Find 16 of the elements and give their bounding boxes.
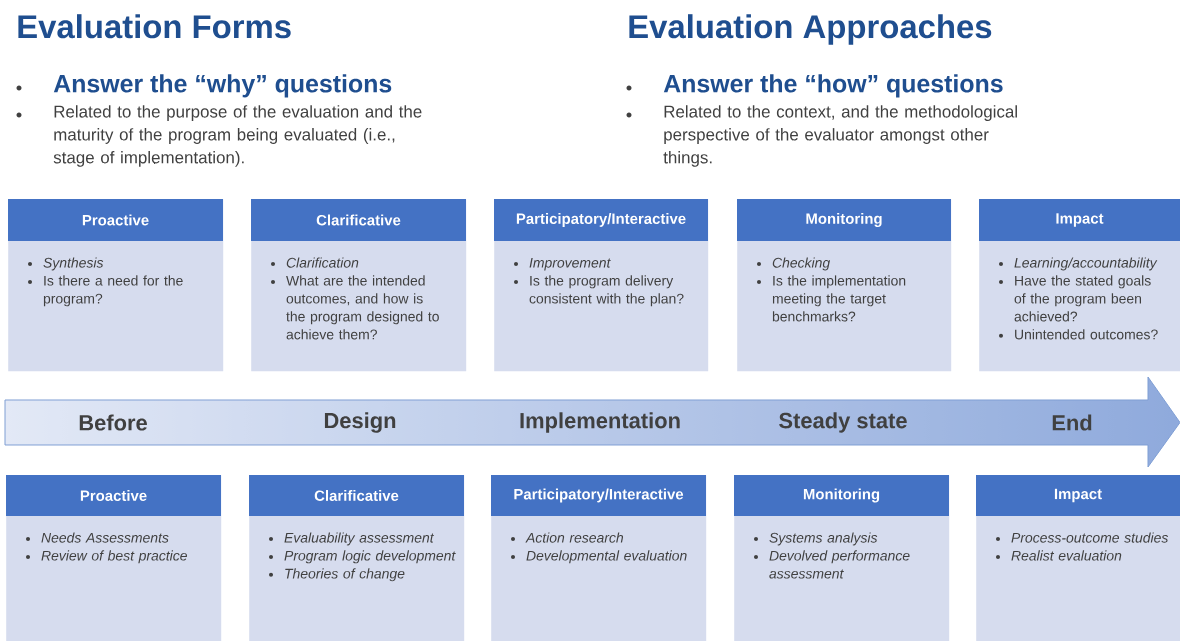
card: Clarificative Clarification What are the intended outcomes, and how is the program designed to achieve them? [251, 199, 467, 372]
card: Proactive Needs Assessments Review of best practice [6, 475, 222, 641]
card: Clarificative Evaluability assessment Program logic development Theories of change [249, 475, 465, 641]
card: Participatory/Interactive Improvement Is the program delivery consistent with the plan? [494, 199, 709, 372]
description: Related to the context, and the methodological perspective of the evaluator amongst other things. [663, 105, 1017, 167]
card: Monitoring Systems analysis Devolved performance assessment [734, 475, 950, 641]
subheading: Answer the “why” questions [53, 74, 392, 98]
card: Impact Learning/accountability Have the stated goals of the program been achieved? Unintended outcomes? [979, 199, 1180, 372]
subheading: Answer the “how” questions [663, 74, 1003, 98]
description: Related to the purpose of the evaluation and the maturity of the program being evaluated (i.e., stage of implementation). [53, 105, 422, 167]
card: Impact Process-outcome studies Realist evaluation [976, 475, 1180, 641]
heading: Evaluation Approaches [629, 14, 992, 45]
heading: Evaluation Forms [18, 14, 291, 39]
card: Participatory/Interactive Action research Developmental evaluation [491, 475, 707, 641]
card: Proactive Synthesis Is there a need for the program? [8, 199, 224, 372]
card: Monitoring Checking Is the implementation meeting the target benchmarks? [737, 199, 952, 372]
